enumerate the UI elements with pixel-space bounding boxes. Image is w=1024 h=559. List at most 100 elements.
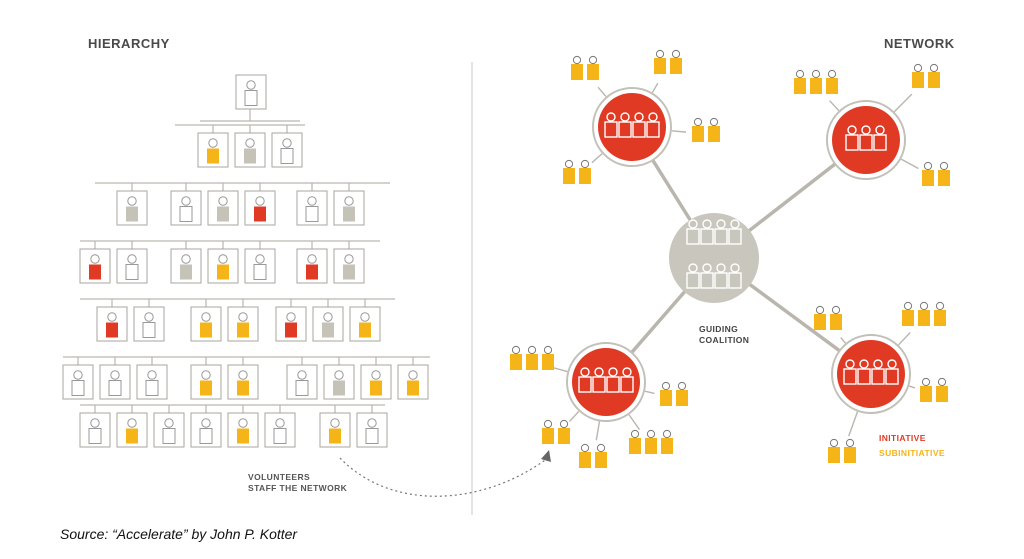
- person-body: [606, 376, 620, 393]
- person-head: [634, 112, 644, 122]
- person-body: [407, 380, 419, 396]
- person-body: [343, 264, 355, 280]
- employee-box: [397, 364, 429, 400]
- employee-box: [207, 248, 239, 284]
- person-body: [692, 126, 704, 142]
- employee-box: [227, 306, 259, 342]
- person-body: [145, 380, 159, 396]
- guiding-coalition-label: GUIDING COALITION: [699, 324, 749, 346]
- employee-box: [296, 190, 328, 226]
- person-head: [201, 418, 211, 428]
- volunteers-line-1: VOLUNTEERS: [248, 472, 311, 482]
- employee-box: [349, 306, 381, 342]
- person-head: [282, 138, 292, 148]
- person-head: [181, 196, 191, 206]
- person-body: [844, 447, 856, 463]
- person-head: [655, 49, 665, 59]
- person-head: [127, 418, 137, 428]
- person-head: [255, 254, 265, 264]
- sub-spoke: [829, 100, 840, 112]
- employee-box: [62, 364, 94, 400]
- person-head: [661, 381, 671, 391]
- person-body: [126, 428, 138, 444]
- person-body: [595, 452, 607, 468]
- initiative-circle: [837, 340, 905, 408]
- person-body: [273, 428, 287, 444]
- person-head: [923, 161, 933, 171]
- person-body: [629, 438, 641, 454]
- person-head: [572, 55, 582, 65]
- person-head: [559, 419, 569, 429]
- person-head: [594, 367, 604, 377]
- person-head: [127, 196, 137, 206]
- legend-subinitiative: SUBINITIATIVE: [879, 448, 945, 458]
- person-body: [700, 228, 714, 245]
- person-head: [929, 63, 939, 73]
- person-body: [244, 90, 258, 106]
- employee-box: [333, 248, 365, 284]
- person-body: [928, 72, 940, 88]
- person-body: [253, 264, 267, 280]
- person-head: [144, 312, 154, 322]
- person-head: [702, 219, 712, 229]
- person-body: [571, 64, 583, 80]
- employee-box: [333, 190, 365, 226]
- person-head: [201, 312, 211, 322]
- person-body: [89, 264, 101, 280]
- sub-spoke: [671, 130, 687, 133]
- person-head: [543, 345, 553, 355]
- employee-box: [190, 364, 222, 400]
- person-head: [307, 254, 317, 264]
- person-head: [937, 377, 947, 387]
- person-head: [246, 80, 256, 90]
- person-head: [935, 301, 945, 311]
- person-body: [700, 272, 714, 289]
- person-body: [587, 64, 599, 80]
- person-body: [646, 121, 660, 138]
- person-body: [728, 228, 742, 245]
- person-body: [686, 228, 700, 245]
- sub-spoke: [897, 332, 911, 346]
- sub-spoke: [908, 385, 916, 389]
- employee-box: [235, 74, 267, 110]
- person-body: [333, 380, 345, 396]
- initiative-circle: [572, 348, 640, 416]
- person-head: [709, 117, 719, 127]
- employee-box: [227, 412, 259, 448]
- employee-box: [207, 190, 239, 226]
- person-body: [217, 206, 229, 222]
- person-body: [200, 322, 212, 338]
- guiding-coalition-node: [669, 213, 759, 303]
- person-head: [648, 112, 658, 122]
- person-head: [671, 49, 681, 59]
- initiative-circle: [598, 93, 666, 161]
- person-head: [564, 159, 574, 169]
- sub-spoke: [893, 93, 913, 113]
- sub-spoke: [628, 414, 641, 431]
- employee-box: [360, 364, 392, 400]
- subinitiative-pair: [828, 438, 856, 463]
- person-head: [286, 312, 296, 322]
- subinitiative-group: [902, 301, 946, 326]
- employee-box: [227, 364, 259, 400]
- person-body: [237, 380, 249, 396]
- person-body: [843, 368, 857, 385]
- person-body: [912, 72, 924, 88]
- person-head: [859, 359, 869, 369]
- person-head: [606, 112, 616, 122]
- person-body: [920, 386, 932, 402]
- person-head: [238, 370, 248, 380]
- person-head: [702, 263, 712, 273]
- person-head: [323, 312, 333, 322]
- person-body: [71, 380, 85, 396]
- person-body: [654, 58, 666, 74]
- employee-box: [170, 190, 202, 226]
- person-body: [329, 428, 341, 444]
- person-head: [608, 367, 618, 377]
- person-body: [108, 380, 122, 396]
- initiative-circle: [832, 106, 900, 174]
- person-body: [106, 322, 118, 338]
- employee-box: [99, 364, 131, 400]
- person-head: [646, 429, 656, 439]
- sub-spoke: [595, 421, 601, 441]
